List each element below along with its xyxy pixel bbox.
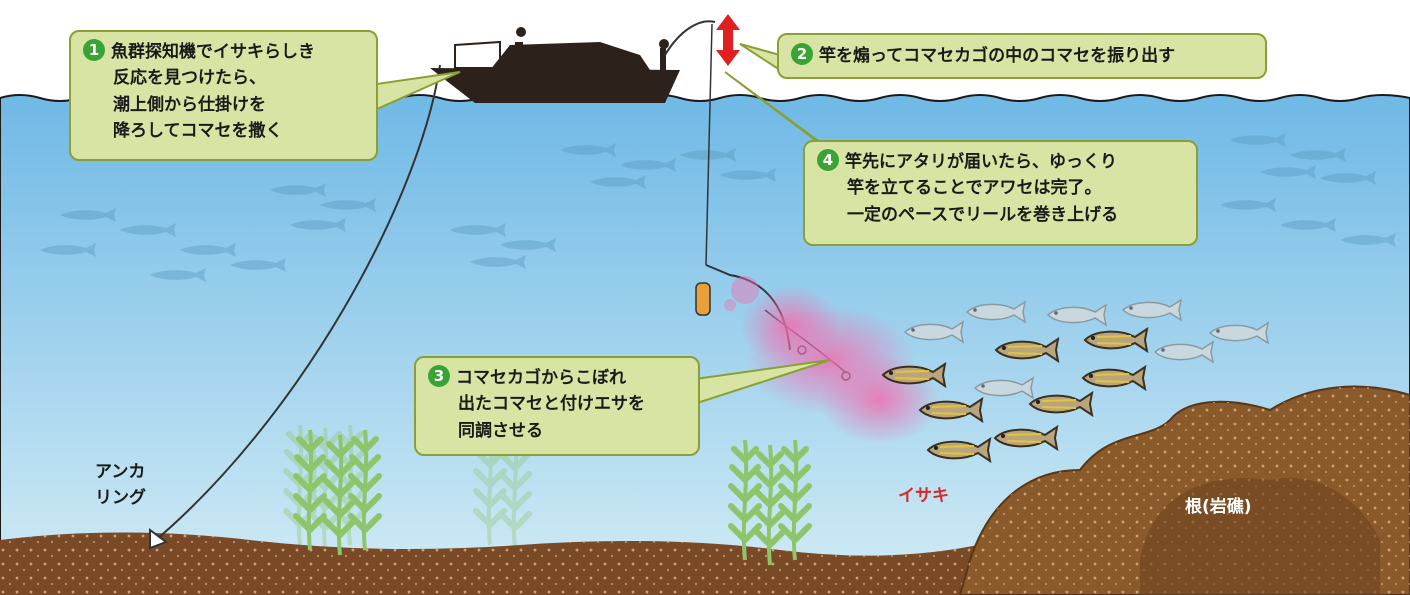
callout-line: 潮上側から仕掛けを xyxy=(113,94,266,115)
reef-label: 根(岩礁) xyxy=(1185,497,1252,517)
callout-line: 魚群探知機でイサキらしき xyxy=(111,42,315,62)
step-number-badge: 1 xyxy=(83,39,105,61)
callout-line: 竿先にアタリが届いたら、ゆっくり xyxy=(845,152,1117,172)
rod-motion-arrow xyxy=(716,14,740,66)
step-number-badge: 3 xyxy=(428,365,450,387)
callout-line: 竿を立てることでアワセは完了。 xyxy=(847,178,1102,199)
anchoring-label-line: アンカ xyxy=(95,462,146,482)
step-number-badge: 2 xyxy=(791,43,813,65)
callout-line: 竿を煽ってコマセカゴの中のコマセを振り出す xyxy=(819,46,1176,66)
callout-1-text: 1 魚群探知機でイサキらしき 反応を見つけたら、 潮上側から仕掛けを 降ろしてコマ… xyxy=(83,39,366,144)
callout-step-3: 3 コマセカゴからこぼれ 出たコマセと付けエサを 同調させる xyxy=(414,356,700,456)
callout-step-2: 2 竿を煽ってコマセカゴの中のコマセを振り出す xyxy=(777,33,1267,79)
boat xyxy=(430,27,680,103)
callout-line: 反応を見つけたら、 xyxy=(113,68,266,89)
isaki-label: イサキ xyxy=(898,486,949,506)
callout-step-1: 1 魚群探知機でイサキらしき 反応を見つけたら、 潮上側から仕掛けを 降ろしてコマ… xyxy=(69,30,378,161)
callout-line: 同調させる xyxy=(458,420,543,441)
callout-line: 降ろしてコマセを撒く xyxy=(113,121,283,142)
callout-line: 一定のペースでリールを巻き上げる xyxy=(847,204,1119,225)
anchoring-label-line: リング xyxy=(95,487,146,508)
step-number-badge: 4 xyxy=(817,149,839,171)
callout-step-4: 4 竿先にアタリが届いたら、ゆっくり 竿を立てることでアワセは完了。 一定のペース… xyxy=(803,140,1198,246)
callout-line: コマセカゴからこぼれ xyxy=(456,368,626,388)
anchoring-label: アンカ リング xyxy=(95,460,146,511)
callout-line: 出たコマセと付けエサを xyxy=(458,394,645,415)
